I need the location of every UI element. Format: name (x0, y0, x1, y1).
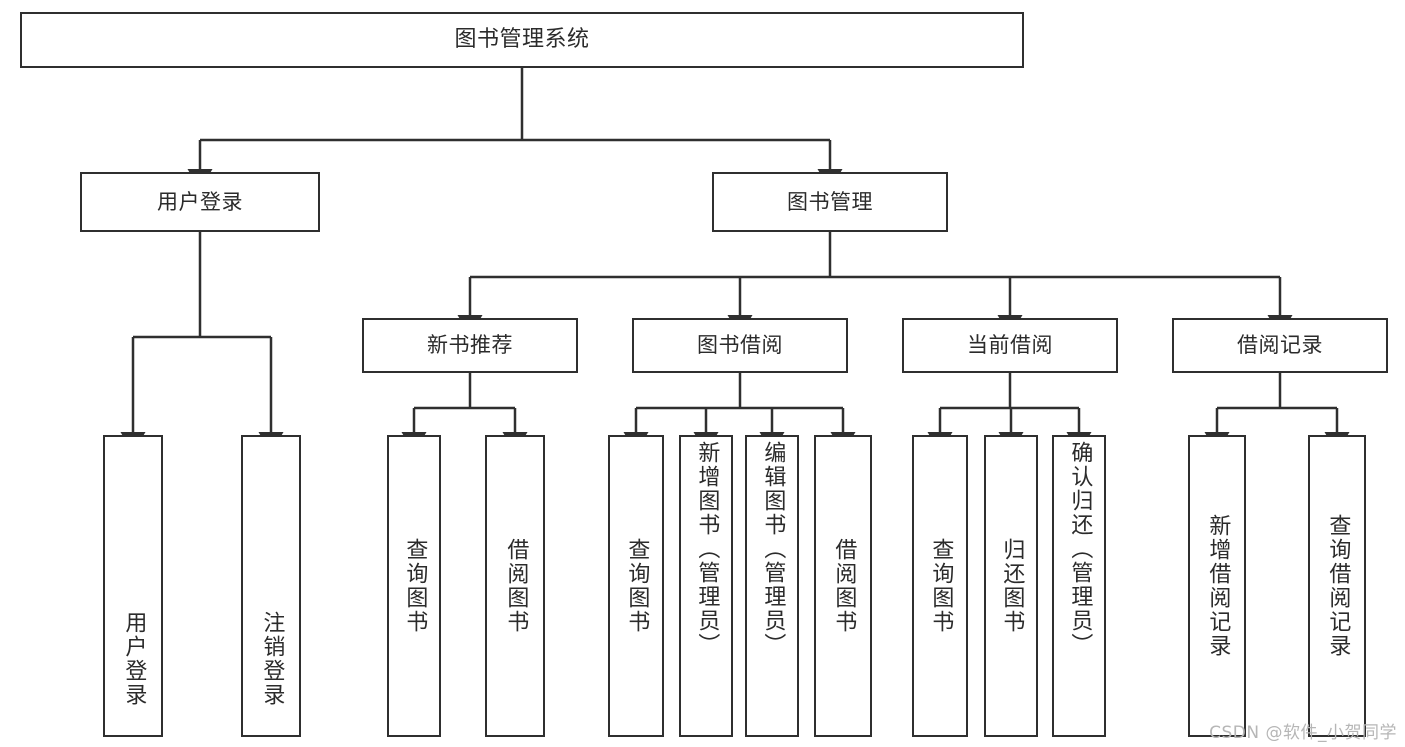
node-root[interactable]: 图书管理系统 (20, 12, 1024, 68)
node-book-manage[interactable]: 图书管理 (712, 172, 948, 232)
node-leaf-borrow-book-rec[interactable]: 借阅图书 (485, 435, 545, 737)
node-leaf-query-book-cur-label: 查询图书 (928, 538, 954, 634)
node-leaf-return-book-label: 归还图书 (999, 538, 1025, 634)
node-leaf-query-borrow-record-label: 查询借阅记录 (1325, 514, 1351, 658)
node-user-login-label: 用户登录 (157, 189, 243, 214)
node-leaf-confirm-return-admin-label: 确认归还（管理员） (1067, 441, 1093, 657)
node-book-manage-label: 图书管理 (787, 189, 873, 214)
node-leaf-query-book-borrow-label: 查询图书 (624, 538, 650, 634)
node-leaf-edit-book-admin-label: 编辑图书（管理员） (760, 441, 786, 657)
node-new-book-rec[interactable]: 新书推荐 (362, 318, 578, 373)
node-user-login[interactable]: 用户登录 (80, 172, 320, 232)
node-leaf-borrow-book-rec-label: 借阅图书 (503, 538, 529, 634)
node-leaf-query-book-rec[interactable]: 查询图书 (387, 435, 441, 737)
node-leaf-return-book[interactable]: 归还图书 (984, 435, 1038, 737)
node-book-borrow[interactable]: 图书借阅 (632, 318, 848, 373)
node-current-borrow[interactable]: 当前借阅 (902, 318, 1118, 373)
node-leaf-user-login[interactable]: 用户登录 (103, 435, 163, 737)
node-leaf-add-borrow-record-label: 新增借阅记录 (1205, 514, 1231, 658)
node-leaf-query-book-borrow[interactable]: 查询图书 (608, 435, 664, 737)
csdn-watermark: CSDN @软件_小贺同学 (1209, 723, 1397, 743)
node-leaf-add-book-admin[interactable]: 新增图书（管理员） (679, 435, 733, 737)
node-root-label: 图书管理系统 (454, 27, 590, 53)
node-leaf-add-borrow-record[interactable]: 新增借阅记录 (1188, 435, 1246, 737)
node-leaf-borrow-book-label: 借阅图书 (831, 538, 857, 634)
node-current-borrow-label: 当前借阅 (967, 333, 1053, 358)
node-leaf-query-book-rec-label: 查询图书 (402, 538, 428, 634)
node-leaf-query-borrow-record[interactable]: 查询借阅记录 (1308, 435, 1366, 737)
node-leaf-borrow-book[interactable]: 借阅图书 (814, 435, 872, 737)
node-leaf-query-book-cur[interactable]: 查询图书 (912, 435, 968, 737)
node-leaf-logout-label: 注销登录 (259, 611, 285, 707)
node-borrow-record-label: 借阅记录 (1237, 333, 1323, 358)
node-leaf-logout[interactable]: 注销登录 (241, 435, 301, 737)
node-leaf-edit-book-admin[interactable]: 编辑图书（管理员） (745, 435, 799, 737)
node-leaf-user-login-label: 用户登录 (121, 611, 147, 707)
node-new-book-rec-label: 新书推荐 (427, 333, 513, 358)
node-book-borrow-label: 图书借阅 (697, 333, 783, 358)
node-leaf-confirm-return-admin[interactable]: 确认归还（管理员） (1052, 435, 1106, 737)
node-borrow-record[interactable]: 借阅记录 (1172, 318, 1388, 373)
node-leaf-add-book-admin-label: 新增图书（管理员） (694, 441, 720, 657)
